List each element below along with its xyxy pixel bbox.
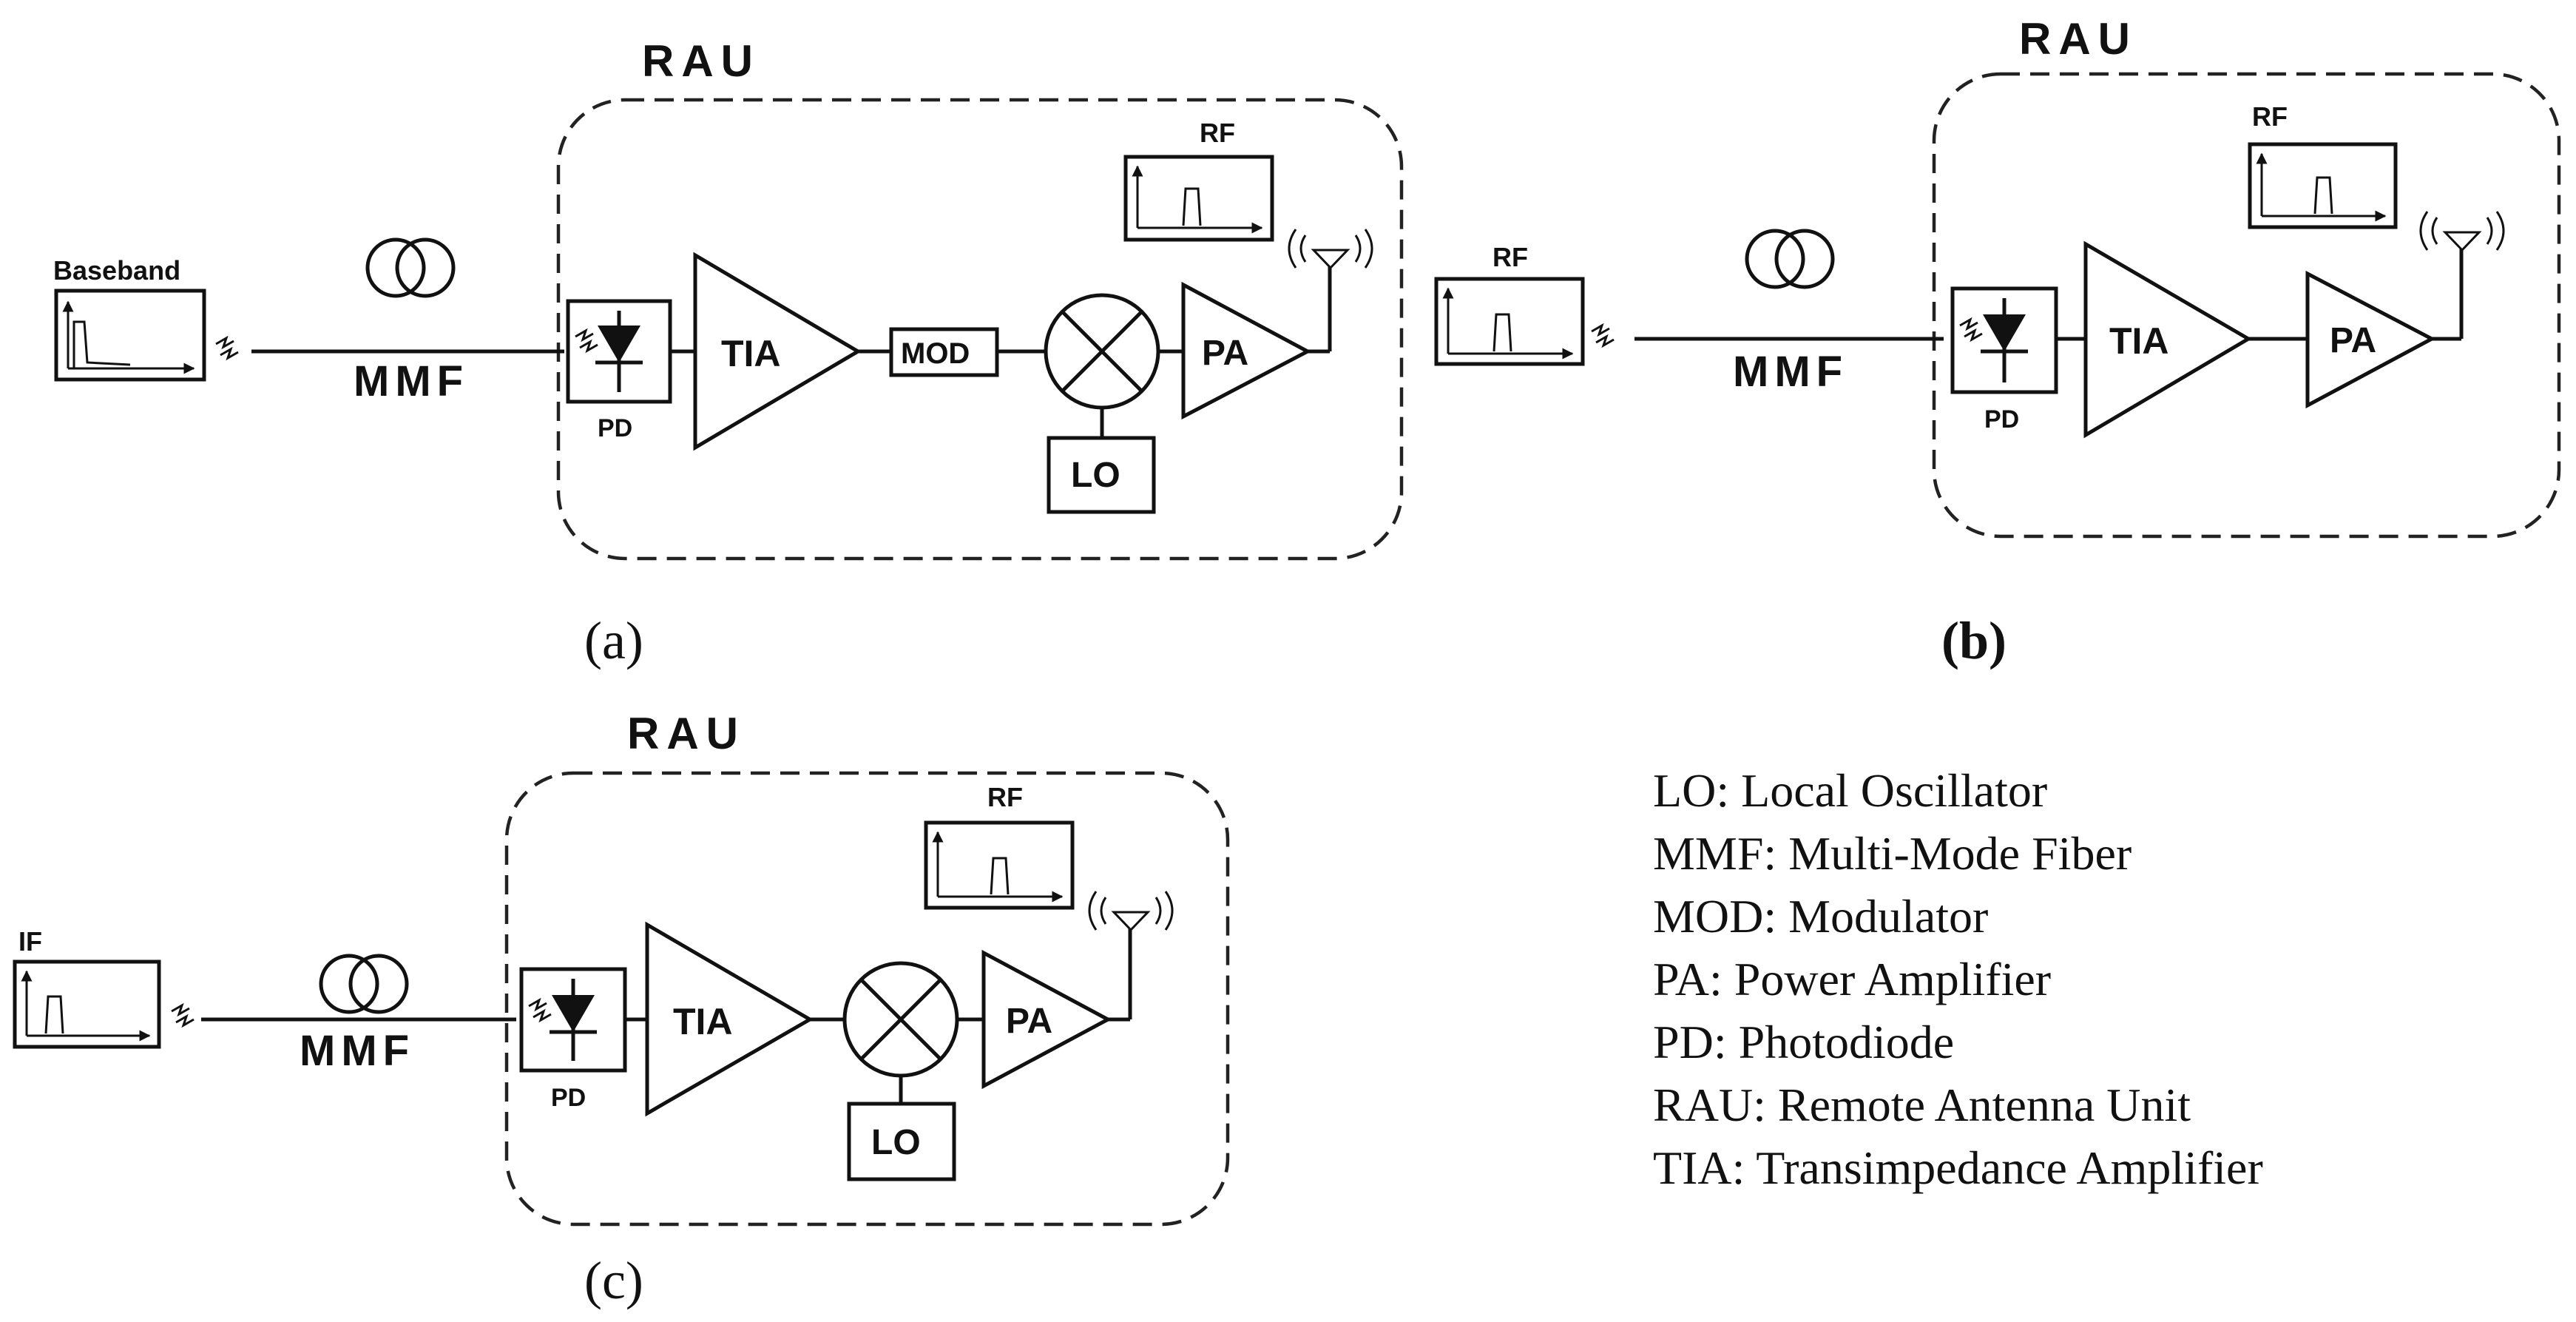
input-spectrum-label: RF: [1492, 242, 1528, 272]
lo-block: [847, 1102, 956, 1181]
rf-spectrum-label: RF: [2252, 101, 2288, 132]
legend-item: MMF: Multi-Mode Fiber: [1653, 827, 2132, 880]
tia-amplifier: [645, 921, 814, 1117]
fiber-label: MMF: [1733, 348, 1848, 396]
caption-a: (a): [584, 611, 643, 670]
fiber-label: MMF: [354, 357, 469, 405]
legend-item: TIA: Transimpedance Amplifier: [1653, 1141, 2263, 1194]
rf-spectrum-box: [924, 820, 1075, 910]
rau-boundary: [556, 98, 1404, 561]
photodiode-block: [1950, 286, 2058, 394]
rf-spectrum-box: [1123, 155, 1274, 242]
mixer-icon: [842, 961, 959, 1078]
rf-spectrum-label: RF: [1200, 118, 1235, 148]
input-spectrum-label: IF: [18, 926, 42, 957]
pa-amplifier: [1181, 281, 1312, 420]
legend-item: LO: Local Oscillator: [1653, 764, 2047, 817]
panel-b: RAU RF MMF PD TIA: [1434, 14, 2561, 670]
pa-label: PA: [1006, 1002, 1052, 1041]
legend-item: RAU: Remote Antenna Unit: [1653, 1079, 2191, 1131]
fiber-coil-icon: [365, 237, 456, 298]
tia-label: TIA: [721, 333, 781, 374]
input-spectrum-label: Baseband: [53, 255, 180, 286]
pa-amplifier: [2305, 270, 2436, 409]
caption-c: (c): [584, 1251, 643, 1310]
pa-label: PA: [2330, 321, 2376, 360]
rau-label: RAU: [2019, 14, 2137, 64]
tia-amplifier: [2083, 240, 2252, 439]
antenna-icon: [1288, 229, 1373, 351]
tia-label: TIA: [673, 1001, 733, 1042]
tia-amplifier: [693, 252, 862, 451]
mixer-icon: [1044, 293, 1160, 410]
input-spectrum-box: [1434, 277, 1585, 366]
light-emission-icon: [170, 1004, 195, 1027]
mod-label: MOD: [901, 337, 970, 370]
light-emission-icon: [214, 337, 240, 360]
legend-item: MOD: Modulator: [1653, 890, 1988, 942]
pa-amplifier: [981, 949, 1112, 1090]
legend-item: PA: Power Amplifier: [1653, 953, 2051, 1005]
lo-label: LO: [1071, 456, 1120, 495]
pd-label: PD: [551, 1084, 586, 1112]
input-spectrum-box: [54, 289, 206, 382]
light-emission-icon: [1590, 324, 1615, 347]
input-spectrum-box: [13, 960, 161, 1049]
legend-item: PD: Photodiode: [1653, 1016, 1954, 1068]
caption-b: (b): [1941, 611, 2007, 670]
antenna-icon: [2419, 211, 2505, 339]
pa-label: PA: [1202, 334, 1248, 373]
rau-label: RAU: [642, 36, 760, 86]
tia-label: TIA: [2109, 320, 2169, 362]
antenna-icon: [1088, 891, 1174, 1019]
lo-label: LO: [871, 1123, 921, 1162]
rau-label: RAU: [627, 709, 746, 758]
legend: LO: Local Oscillator MMF: Multi-Mode Fib…: [1653, 764, 2263, 1194]
rf-spectrum-box: [2248, 142, 2398, 229]
rf-spectrum-label: RF: [987, 782, 1023, 812]
rau-boundary: [1932, 72, 2561, 539]
pd-label: PD: [1984, 405, 2019, 434]
modulator-block: [889, 327, 999, 377]
pd-label: PD: [598, 414, 632, 442]
fiber-coil-icon: [319, 954, 409, 1014]
fiber-coil-icon: [1745, 229, 1835, 289]
photodiode-block: [519, 967, 627, 1073]
rau-boundary: [504, 771, 1230, 1227]
panel-a: RAU Baseband MMF PD: [53, 36, 1404, 670]
fiber-label: MMF: [300, 1027, 415, 1075]
lo-block: [1047, 436, 1156, 514]
panel-c: RAU IF MMF PD TIA: [13, 709, 1230, 1310]
photodiode-block: [566, 299, 672, 404]
